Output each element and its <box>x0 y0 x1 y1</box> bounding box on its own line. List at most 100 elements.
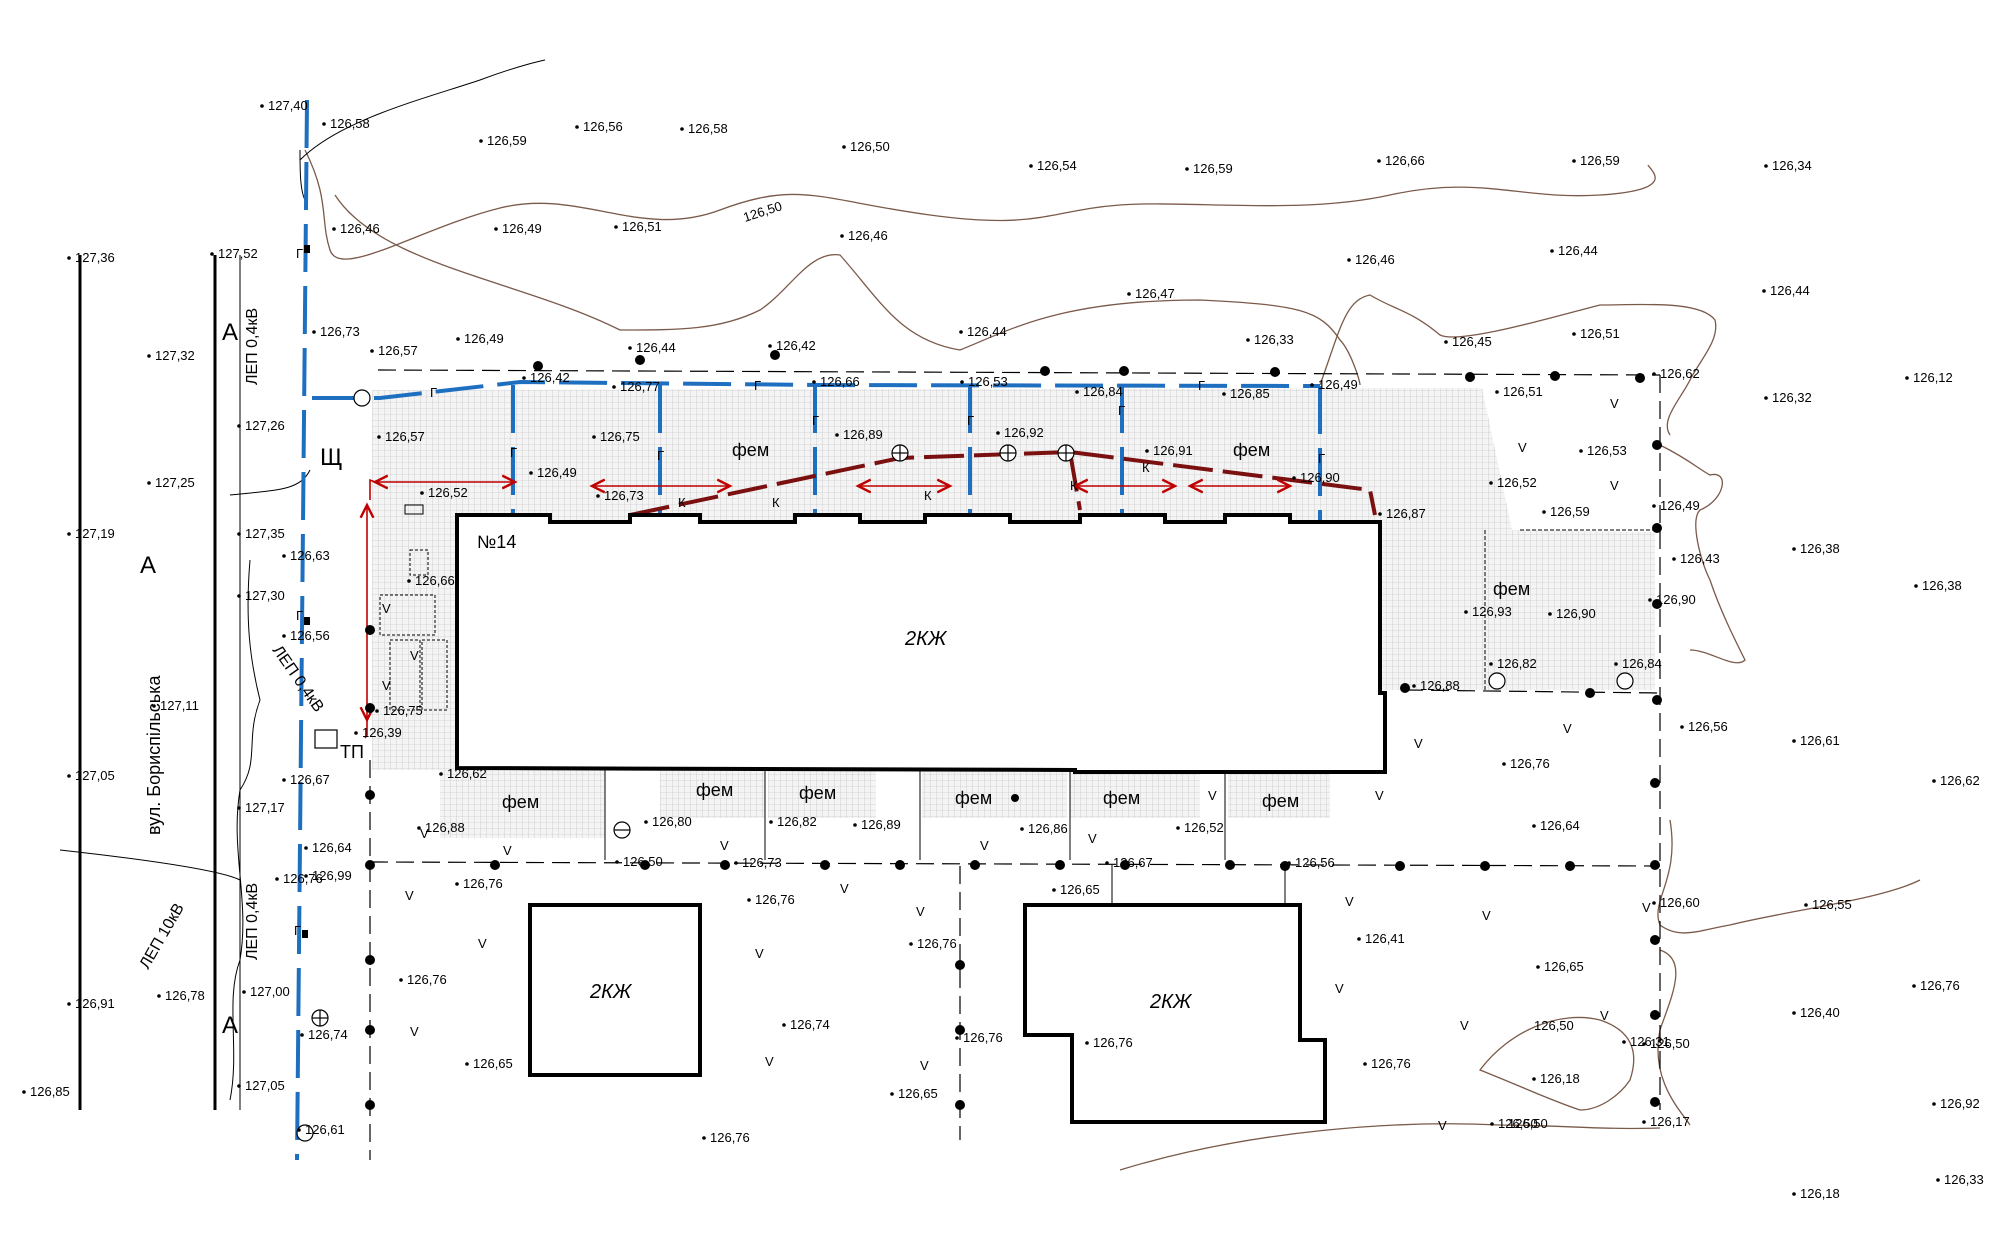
elevation-point: 126,62 <box>1652 366 1700 381</box>
elevation-point: 126,50 <box>842 139 890 154</box>
elevation-label: 127,36 <box>75 250 115 265</box>
elevation-dot <box>377 435 381 439</box>
elevation-point: 126,76 <box>1363 1056 1411 1071</box>
elevation-dot <box>1029 164 1033 168</box>
svg-text:К: К <box>1142 460 1150 475</box>
elevation-label: 126,88 <box>1420 678 1460 693</box>
elevation-point: 126,76 <box>909 936 957 951</box>
svg-text:V: V <box>765 1054 774 1069</box>
elevation-dot <box>479 139 483 143</box>
svg-text:Г: Г <box>812 413 819 428</box>
elevation-label: 126,77 <box>620 379 660 394</box>
elevation-label: 126,52 <box>1497 475 1537 490</box>
elevation-dot <box>1176 826 1180 830</box>
elevation-dot <box>734 861 738 865</box>
svg-text:К: К <box>1070 478 1078 493</box>
elevation-label: 126,41 <box>1365 931 1405 946</box>
elevation-label: 126,33 <box>1254 332 1294 347</box>
elevation-point: 126,58 <box>680 121 728 136</box>
elevation-point: 126,49 <box>1310 377 1358 392</box>
elevation-label: 126,61 <box>1800 733 1840 748</box>
elevation-dot <box>375 709 379 713</box>
elevation-label: 126,38 <box>1922 578 1962 593</box>
elevation-dot <box>1246 338 1250 342</box>
elevation-label: 126,53 <box>1587 443 1627 458</box>
elevation-label: 126,67 <box>290 772 330 787</box>
elevation-point: 127,05 <box>237 1078 285 1093</box>
svg-text:К: К <box>772 495 780 510</box>
elevation-label: 126,46 <box>340 221 380 236</box>
gas-markers <box>302 245 310 938</box>
svg-text:V: V <box>1208 788 1217 803</box>
elevation-dot <box>1105 861 1109 865</box>
elevation-label: 126,46 <box>1355 252 1395 267</box>
elevation-point: 127,05 <box>67 768 115 783</box>
elevation-label: 126,49 <box>537 465 577 480</box>
elevation-dot <box>312 330 316 334</box>
elevation-dot <box>853 823 857 827</box>
water-arrows <box>365 480 1290 739</box>
elevation-dot <box>628 346 632 350</box>
elevation-label: 126,31 <box>1630 1034 1670 1049</box>
elevation-dot <box>1762 289 1766 293</box>
elevation-point: 126,64 <box>304 840 352 855</box>
svg-text:V: V <box>840 881 849 896</box>
elevation-label: 127,11 <box>160 698 199 713</box>
elevation-label: 126,53 <box>968 374 1008 389</box>
elevation-dot <box>1532 824 1536 828</box>
elevation-dot <box>644 820 648 824</box>
elevation-label: 126,57 <box>378 343 418 358</box>
svg-text:V: V <box>1335 981 1344 996</box>
label-shch: Щ <box>320 444 343 471</box>
elevation-label: 126,40 <box>1800 1005 1840 1020</box>
elevation-dot <box>282 778 286 782</box>
elevation-label: 126,99 <box>312 868 352 883</box>
elevation-dot <box>680 127 684 131</box>
elevation-point: 126,45 <box>1444 334 1492 349</box>
elevation-point: 126,18 <box>1792 1186 1840 1201</box>
elevation-label: 126,82 <box>1497 656 1537 671</box>
svg-text:Г: Г <box>296 246 303 261</box>
elevation-dot <box>747 898 751 902</box>
elevation-dot <box>529 471 533 475</box>
svg-text:V: V <box>1610 478 1619 493</box>
elevation-label: 126,59 <box>1550 504 1590 519</box>
elevation-point: 126,49 <box>1652 498 1700 513</box>
elevation-point: 126,57 <box>370 343 418 358</box>
elevation-dot <box>1532 1077 1536 1081</box>
elevation-dot <box>1127 292 1131 296</box>
elevation-point: 126,92 <box>1932 1096 1980 1111</box>
elevation-point: 126,90 <box>1292 470 1340 485</box>
elevation-point: 126,39 <box>354 725 402 740</box>
gas-line-labels: Г Г Г Г Г Г Г Г Г Г Г Г <box>294 246 1325 938</box>
elevation-point: 126,61 <box>297 1122 345 1137</box>
elevation-point: 126,65 <box>890 1086 938 1101</box>
building-14-outline <box>455 513 1387 774</box>
elevation-label: 126,64 <box>1540 818 1580 833</box>
svg-text:V: V <box>1482 908 1491 923</box>
elevation-label: 126,59 <box>487 133 527 148</box>
elevation-dot <box>1075 390 1079 394</box>
elevation-point: 126,50 <box>1490 1116 1538 1131</box>
elevation-label: 126,66 <box>1385 153 1425 168</box>
elevation-point: 127,17 <box>237 800 285 815</box>
elevation-label: 126,42 <box>776 338 816 353</box>
elevation-label: 126,87 <box>1386 506 1426 521</box>
elevation-point: 126,52 <box>420 485 468 500</box>
elevation-label: 126,56 <box>1688 719 1728 734</box>
elevation-point: 126,42 <box>522 370 570 385</box>
elevation-point: 126,51 <box>1572 326 1620 341</box>
elevation-dot <box>157 994 161 998</box>
elevation-label: 126,66 <box>820 374 860 389</box>
lep-line <box>59 59 546 1101</box>
elevation-point: 126,44 <box>959 324 1007 339</box>
paving-label: фем <box>1233 440 1270 460</box>
elevation-label: 126,60 <box>1660 895 1700 910</box>
elevation-point: 126,89 <box>853 817 901 832</box>
elevation-label: 126,90 <box>1556 606 1596 621</box>
elevation-point: 126,90 <box>1648 592 1696 607</box>
elevation-point: 126,76 <box>955 1030 1003 1045</box>
elevation-label: 126,12 <box>1913 370 1953 385</box>
